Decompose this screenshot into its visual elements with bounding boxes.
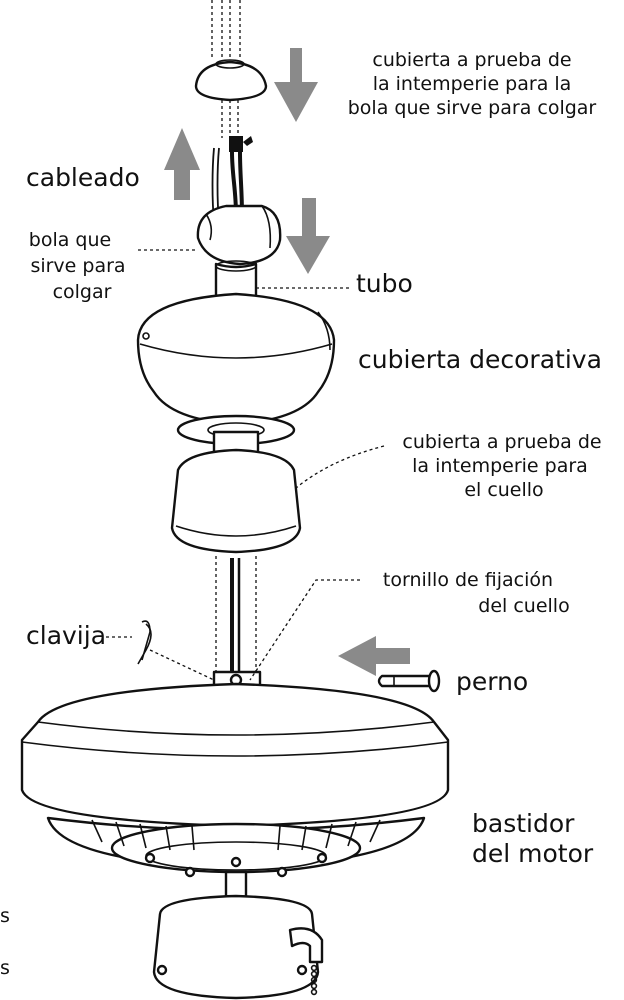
label-motor-line1: bastidor — [472, 809, 575, 838]
label-downrod: tubo — [356, 269, 413, 298]
pull-chain — [310, 964, 318, 996]
label-bolt: perno — [456, 667, 528, 696]
supply-wires — [211, 0, 241, 60]
canopy-to-wire-guides — [221, 100, 239, 138]
label-collar-cover-line1: cubierta a prueba de — [402, 431, 601, 453]
clevis-pin — [137, 620, 152, 665]
collar-weather-cover — [170, 448, 302, 554]
label-ball-line3: colgar — [53, 281, 112, 303]
motor-housing — [20, 682, 450, 878]
switch-housing — [152, 870, 324, 1000]
label-ball-line2: sirve para — [30, 255, 125, 277]
label-pin: clavija — [26, 621, 106, 650]
label-canopy-cover-line1: cubierta a prueba de — [372, 49, 571, 71]
label-canopy-cover-line3: bola que sirve para colgar — [348, 97, 597, 119]
label-canopy-cover-line2: la intemperie para la — [373, 73, 572, 95]
label-decorative-cover: cubierta decorativa — [358, 345, 602, 374]
canopy-weather-cover — [194, 59, 268, 102]
blade-mount-screws — [144, 852, 328, 878]
hanging-ball — [196, 204, 282, 266]
collar-guides — [215, 556, 257, 680]
label-set-screw-line1: tornillo de fijación — [383, 569, 553, 591]
label-ball-line1: bola que — [29, 229, 111, 251]
downrod-upper — [214, 260, 258, 301]
label-collar-cover-line2: la intemperie para — [412, 455, 588, 477]
label-motor-line2: del motor — [472, 839, 594, 868]
label-set-screw-line2: del cuello — [478, 595, 569, 617]
leader-lines — [106, 249, 385, 681]
wire-connector — [229, 136, 243, 152]
arrow-bolt-left — [338, 636, 410, 676]
label-collar-cover-line3: el cuello — [464, 479, 543, 501]
edge-text-1: s — [0, 905, 10, 927]
arrow-ball-down — [286, 198, 330, 274]
label-wiring: cableado — [26, 163, 140, 192]
bolt — [377, 669, 441, 693]
arrow-wiring-up — [164, 128, 200, 200]
arrow-cover-down — [274, 48, 318, 122]
labels: cubierta a prueba de la intemperie para … — [0, 49, 602, 979]
decorative-canopy — [136, 292, 336, 446]
vent-slots — [91, 819, 381, 851]
lower-wires — [230, 558, 241, 672]
edge-text-2: s — [0, 957, 10, 979]
